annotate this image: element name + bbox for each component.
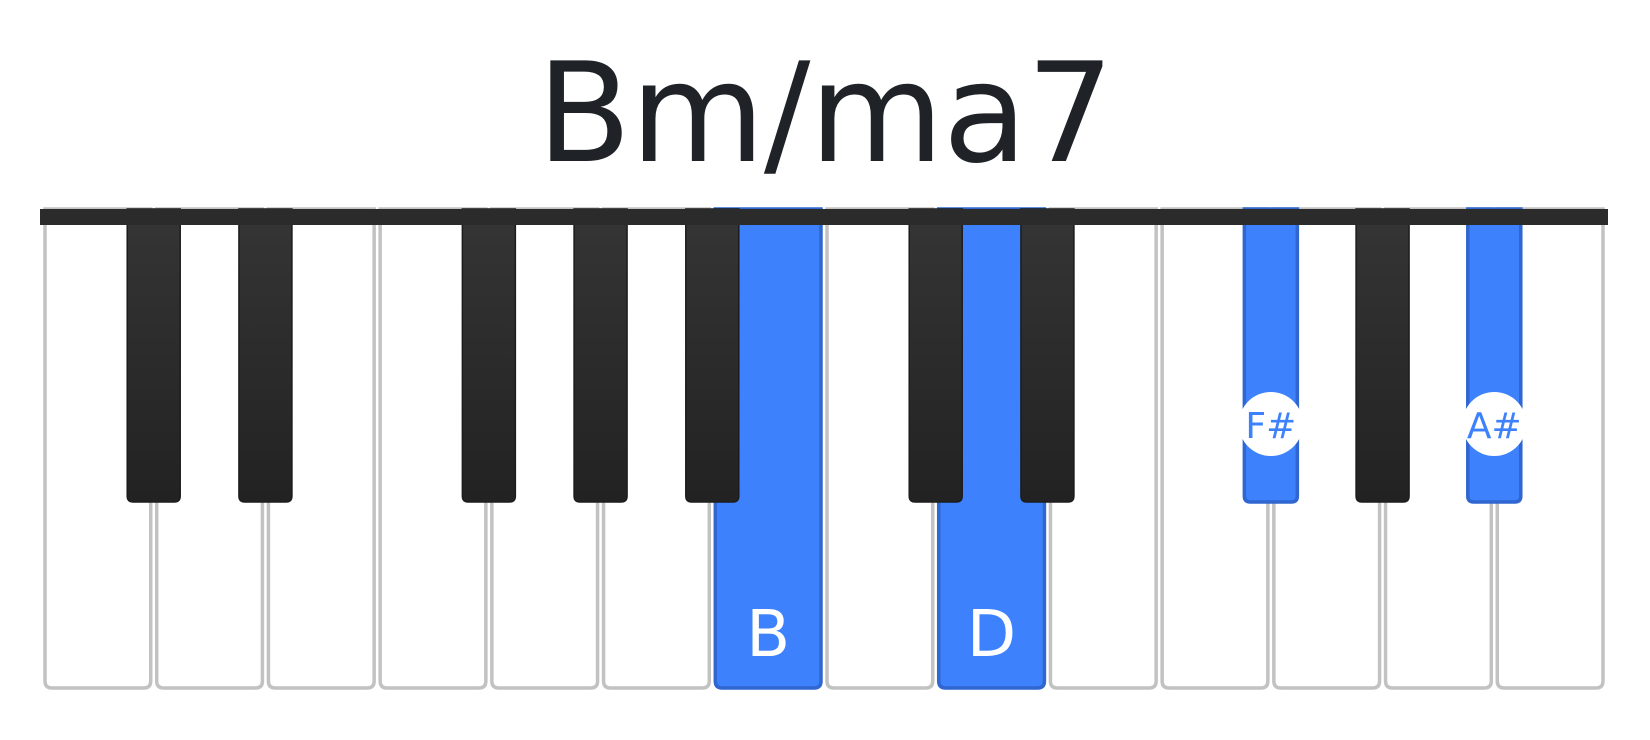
white-keys [43,207,1605,690]
black-key-note-label: F# [1245,406,1296,447]
black-key-highlighted [1466,207,1523,504]
black-key-highlighted [1242,207,1300,504]
white-key-note-label: D [967,598,1016,672]
white-key [43,207,153,690]
black-key [1020,208,1075,503]
black-key [126,208,181,503]
note-badge [1238,392,1303,456]
white-key-highlighted [713,207,823,690]
black-key [238,208,293,503]
white-key [1383,207,1494,690]
white-key [154,207,265,690]
chord-title: Bm/ma7 [536,33,1114,194]
black-key [1355,208,1410,503]
white-key [378,207,488,690]
white-key [1048,207,1158,690]
white-key [266,207,376,690]
black-key [573,208,628,503]
note-badge [1462,392,1527,456]
black-key [461,208,517,503]
white-key-note-label: B [746,598,790,672]
black-key [685,208,740,503]
white-key-highlighted [936,207,1047,690]
white-key [1272,207,1382,690]
note-labels: B D F# A# [746,392,1527,672]
black-key-note-label: A# [1467,406,1522,447]
white-key [601,207,712,690]
white-key [1495,207,1605,690]
black-key [908,208,963,503]
white-key [490,207,600,690]
white-key [825,207,935,690]
keyboard-top-bar [40,209,1608,225]
white-key [1160,207,1270,690]
